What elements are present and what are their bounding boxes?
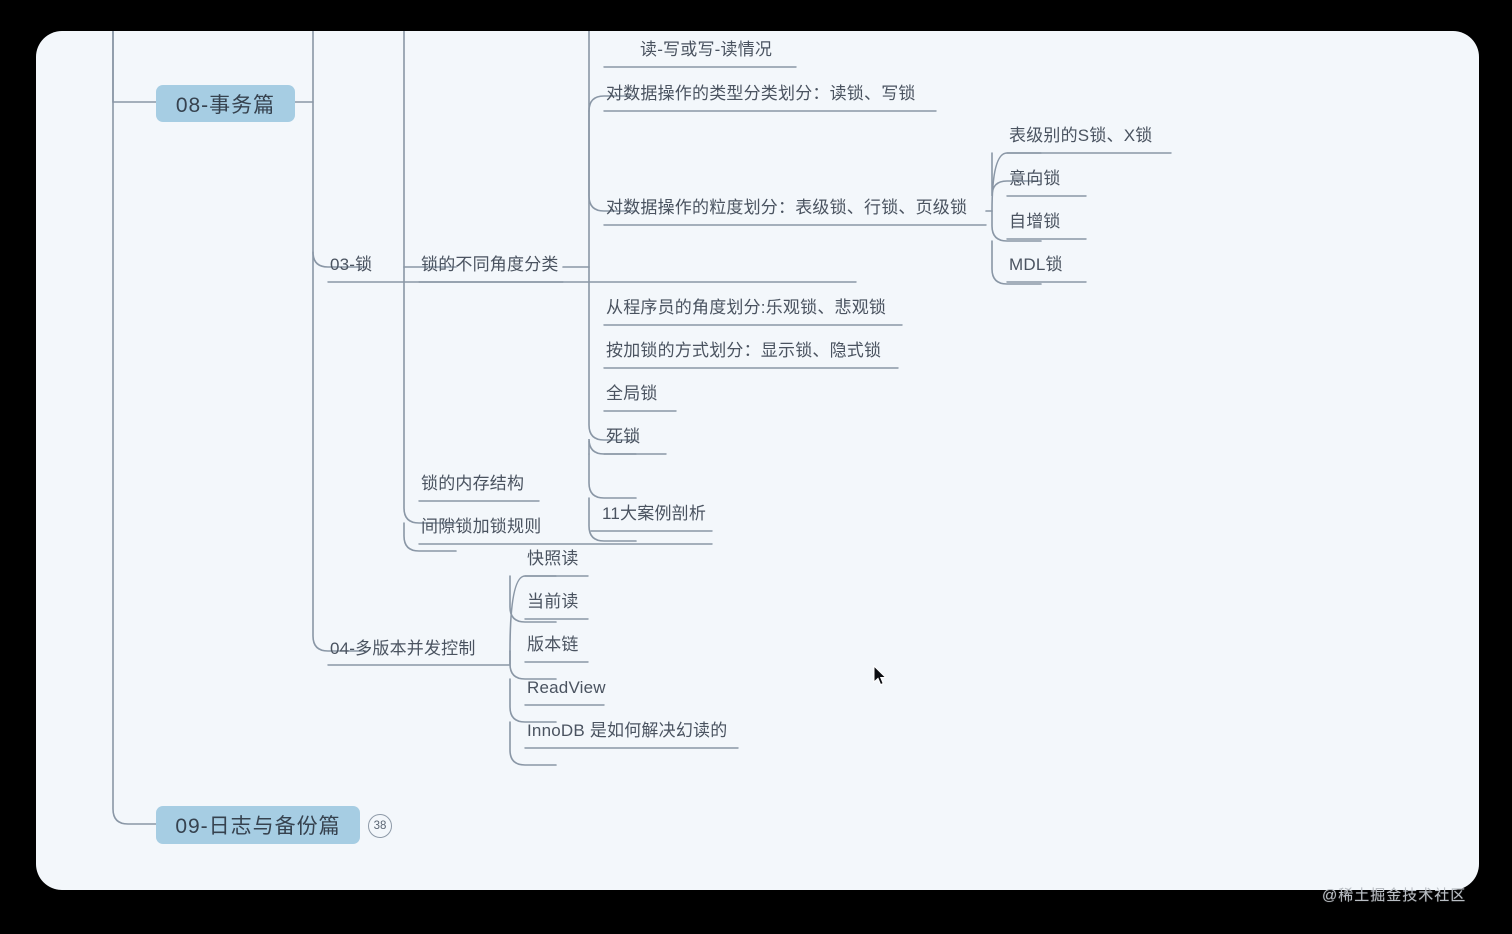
node-snapshot-read-text: 快照读	[527, 549, 579, 568]
link-classify-to-global	[588, 453, 637, 499]
connector-lines	[112, 31, 1172, 825]
node-lock-memory-structure[interactable]: 锁的内存结构	[421, 475, 524, 492]
branch-label-04-mvcc[interactable]: 04-多版本并发控制	[330, 640, 476, 657]
topic-09-label: 09-日志与备份篇	[175, 815, 341, 838]
topic-node-09[interactable]: 09-日志与备份篇	[156, 806, 360, 844]
watermark: @稀土掘金技术社区	[1322, 884, 1466, 905]
node-innodb-phantom-read[interactable]: InnoDB 是如何解决幻读的	[527, 722, 727, 739]
node-deadlock[interactable]: 死锁	[606, 428, 640, 445]
node-readview[interactable]: ReadView	[527, 679, 606, 696]
node-version-chain-text: 版本链	[527, 635, 579, 654]
node-lock-method-text: 按加锁的方式划分：显示锁、隐式锁	[606, 341, 882, 360]
branch-label-03-lock[interactable]: 03-锁	[330, 256, 372, 273]
node-granularity-text: 对数据操作的粒度划分：表级锁、行锁、页级锁	[606, 198, 968, 217]
link-mvcc-to-chain	[509, 650, 557, 680]
topic-09-count-value: 38	[373, 820, 387, 832]
mouse-cursor	[873, 665, 887, 686]
branch-03-lock-text: 03-锁	[330, 255, 373, 274]
node-readview-text: ReadView	[527, 678, 606, 697]
node-version-chain[interactable]: 版本链	[527, 636, 579, 653]
mindmap-canvas[interactable]: 08-事务篇 09-日志与备份篇 38 03-锁 04-多版本并发控制 锁的不同…	[36, 31, 1479, 890]
node-current-read-text: 当前读	[527, 592, 579, 611]
node-lock-classify[interactable]: 锁的不同角度分类	[421, 256, 559, 273]
link-classify-to-granularity	[588, 110, 637, 212]
node-innodb-phantom-text: InnoDB 是如何解决幻读的	[527, 721, 728, 740]
node-granularity-classification[interactable]: 对数据操作的粒度划分：表级锁、行锁、页级锁	[606, 199, 967, 216]
node-global-lock-text: 全局锁	[606, 384, 658, 403]
node-lock-method-classification[interactable]: 按加锁的方式划分：显示锁、隐式锁	[606, 342, 881, 359]
node-deadlock-text: 死锁	[606, 427, 641, 446]
link-root-to-09	[112, 31, 157, 825]
node-gap-lock-rules[interactable]: 间隙锁加锁规则	[421, 518, 541, 535]
node-intention-lock[interactable]: 意向锁	[1009, 170, 1061, 187]
node-type-classification[interactable]: 对数据操作的类型分类划分：读锁、写锁	[606, 85, 916, 102]
node-programmer-text: 从程序员的角度划分:乐观锁、悲观锁	[606, 298, 887, 317]
node-11-cases[interactable]: 11大案例剖析	[602, 505, 706, 522]
node-table-sx-text: 表级别的S锁、X锁	[1009, 126, 1153, 145]
node-programmer-classification[interactable]: 从程序员的角度划分:乐观锁、悲观锁	[606, 299, 886, 316]
node-auto-increment-lock[interactable]: 自增锁	[1009, 213, 1061, 230]
node-autoinc-text: 自增锁	[1009, 212, 1061, 231]
node-global-lock[interactable]: 全局锁	[606, 385, 658, 402]
node-current-read[interactable]: 当前读	[527, 593, 579, 610]
topic-08-label: 08-事务篇	[175, 93, 276, 117]
node-mdl-lock[interactable]: MDL锁	[1009, 256, 1063, 273]
node-11-cases-text: 11大案例剖析	[602, 504, 707, 523]
node-mdl-text: MDL锁	[1009, 255, 1063, 274]
node-snapshot-read[interactable]: 快照读	[527, 550, 579, 567]
node-rw-text: 读-写或写-读情况	[640, 40, 773, 59]
link-trunk2-to-mvcc	[312, 31, 367, 652]
topic-node-08[interactable]: 08-事务篇	[156, 85, 295, 122]
node-table-level-sx-lock[interactable]: 表级别的S锁、X锁	[1009, 127, 1152, 144]
node-lock-classify-text: 锁的不同角度分类	[421, 255, 559, 274]
node-gap-lock-text: 间隙锁加锁规则	[421, 517, 542, 536]
branch-04-mvcc-text: 04-多版本并发控制	[330, 639, 476, 658]
topic-09-count-badge: 38	[368, 814, 392, 838]
node-type-text: 对数据操作的类型分类划分：读锁、写锁	[606, 84, 916, 103]
node-read-write-situation[interactable]: 读-写或写-读情况	[640, 41, 772, 58]
node-intention-text: 意向锁	[1009, 169, 1061, 188]
node-lock-memory-text: 锁的内存结构	[421, 474, 525, 493]
watermark-text: @稀土掘金技术社区	[1322, 887, 1467, 904]
